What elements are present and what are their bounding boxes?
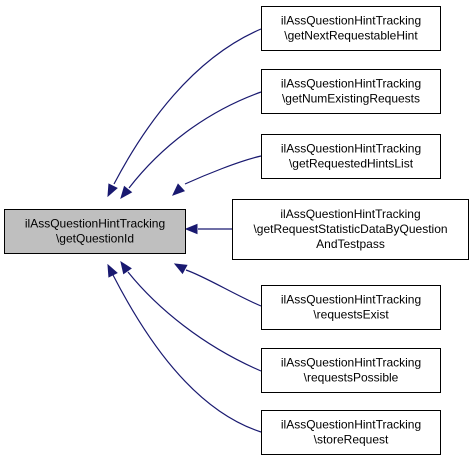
node-box bbox=[261, 285, 441, 330]
edge-arrowhead bbox=[172, 183, 186, 196]
call-nodes: ilAssQuestionHintTracking\getQuestionIdi… bbox=[4, 6, 469, 455]
node-label-line: \storeRequest bbox=[314, 433, 389, 447]
node-label-line: ilAssQuestionHintTracking bbox=[281, 418, 421, 432]
edge-arrowhead bbox=[184, 223, 198, 235]
call-edge bbox=[185, 269, 262, 307]
caller-node-get-request-statistic-data-by-question-and-testpass[interactable]: ilAssQuestionHintTracking\getRequestStat… bbox=[232, 199, 469, 260]
node-box bbox=[4, 209, 186, 254]
node-label-line: AndTestpass bbox=[316, 237, 385, 251]
node-label-line: \getQuestionId bbox=[56, 232, 134, 246]
caller-node-requests-possible[interactable]: ilAssQuestionHintTracking\requestsPossib… bbox=[261, 348, 441, 393]
edge-arrowhead bbox=[107, 183, 118, 198]
node-box bbox=[261, 134, 441, 179]
caller-node-store-request[interactable]: ilAssQuestionHintTracking\storeRequest bbox=[261, 410, 441, 455]
edge-arrowhead bbox=[120, 185, 133, 200]
node-box bbox=[232, 199, 469, 260]
edge-arrowhead bbox=[173, 263, 188, 275]
call-edge bbox=[184, 155, 262, 185]
node-box bbox=[261, 348, 441, 393]
node-label-line: ilAssQuestionHintTracking bbox=[281, 77, 421, 91]
focus-node-getquestionid[interactable]: ilAssQuestionHintTracking\getQuestionId bbox=[4, 209, 186, 254]
node-label-line: \requestsPossible bbox=[304, 371, 399, 385]
node-label-line: ilAssQuestionHintTracking bbox=[281, 142, 421, 156]
caller-node-get-num-existing-requests[interactable]: ilAssQuestionHintTracking\getNumExisting… bbox=[261, 69, 441, 114]
node-box bbox=[261, 6, 441, 51]
edge-arrowhead bbox=[107, 263, 118, 278]
node-label-line: ilAssQuestionHintTracking bbox=[25, 217, 165, 231]
node-label-line: \getRequestedHintsList bbox=[289, 157, 414, 171]
call-edge bbox=[113, 28, 262, 185]
caller-node-get-requested-hints-list[interactable]: ilAssQuestionHintTracking\getRequestedHi… bbox=[261, 134, 441, 179]
caller-node-get-next-requestable-hint[interactable]: ilAssQuestionHintTracking\getNextRequest… bbox=[261, 6, 441, 51]
node-label-line: \getNextRequestableHint bbox=[284, 29, 418, 43]
call-edge bbox=[127, 271, 262, 372]
node-label-line: ilAssQuestionHintTracking bbox=[281, 293, 421, 307]
caller-node-requests-exist[interactable]: ilAssQuestionHintTracking\requestsExist bbox=[261, 285, 441, 330]
edge-arrowhead bbox=[120, 260, 132, 275]
node-label-line: \requestsExist bbox=[313, 308, 389, 322]
node-label-line: ilAssQuestionHintTracking bbox=[280, 207, 420, 221]
node-label-line: ilAssQuestionHintTracking bbox=[281, 14, 421, 28]
call-edges bbox=[107, 28, 262, 433]
node-label-line: \getRequestStatisticDataByQuestion bbox=[253, 222, 447, 236]
node-label-line: ilAssQuestionHintTracking bbox=[281, 356, 421, 370]
call-edge bbox=[112, 274, 262, 433]
call-edge bbox=[128, 91, 262, 189]
node-box bbox=[261, 410, 441, 455]
node-label-line: \getNumExistingRequests bbox=[282, 92, 420, 106]
node-box bbox=[261, 69, 441, 114]
